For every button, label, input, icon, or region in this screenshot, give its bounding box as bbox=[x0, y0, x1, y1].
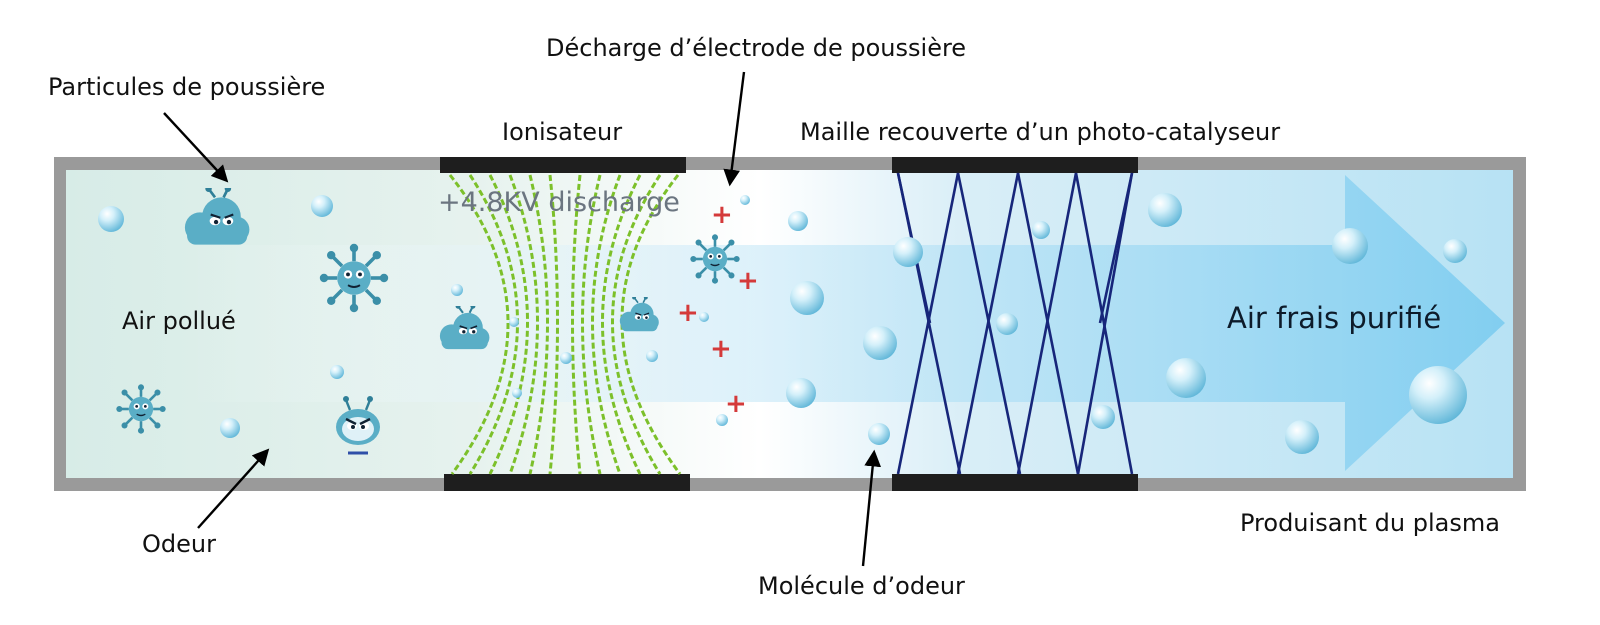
mesh-bottom-bar bbox=[892, 474, 1138, 491]
odor-molecule-label: Molécule d’odeur bbox=[758, 572, 965, 600]
fresh-air-label: Air frais purifié bbox=[1227, 301, 1441, 335]
dust-germ-icon bbox=[318, 242, 390, 314]
bubble-icon bbox=[311, 195, 333, 217]
bubble-icon bbox=[1091, 405, 1115, 429]
field-lines bbox=[448, 174, 682, 475]
bubble-icon bbox=[790, 281, 824, 315]
bubble-icon bbox=[893, 237, 923, 267]
ion-plus-icon: + bbox=[725, 389, 747, 419]
bubble-icon bbox=[1285, 420, 1319, 454]
bubble-icon bbox=[863, 326, 897, 360]
bubble-icon bbox=[560, 352, 572, 364]
bubble-icon bbox=[1148, 193, 1182, 227]
bubble-icon bbox=[716, 414, 728, 426]
ionizer-bottom-electrode bbox=[444, 474, 690, 491]
bubble-icon bbox=[98, 206, 124, 232]
plasma-label: Produisant du plasma bbox=[1240, 509, 1500, 537]
ion-plus-icon: + bbox=[677, 298, 699, 328]
ion-plus-icon: + bbox=[710, 334, 732, 364]
bubble-icon bbox=[868, 423, 890, 445]
ionizer-top-electrode bbox=[440, 157, 686, 173]
bubble-icon bbox=[451, 284, 463, 296]
positive-ions: + + + + + bbox=[677, 200, 759, 419]
electrode-discharge-label: Décharge d’électrode de poussière bbox=[546, 34, 966, 62]
bubble-icon bbox=[740, 195, 750, 205]
photocatalyst-mesh bbox=[896, 172, 1134, 475]
pointer-arrow-icon bbox=[163, 112, 229, 183]
bubble-icon bbox=[220, 418, 240, 438]
bubbles bbox=[98, 193, 1467, 454]
bubble-icon bbox=[512, 388, 522, 398]
pointer-arrow-icon bbox=[861, 449, 882, 567]
bubble-icon bbox=[1443, 239, 1467, 263]
dust-particles-label: Particules de poussière bbox=[48, 73, 325, 101]
flow-arrow-icon bbox=[180, 175, 1505, 471]
bubble-icon bbox=[788, 211, 808, 231]
ion-plus-icon: + bbox=[737, 266, 759, 296]
bubble-icon bbox=[699, 312, 709, 322]
bubble-icon bbox=[786, 378, 816, 408]
odor-label: Odeur bbox=[142, 530, 216, 558]
bubble-icon bbox=[509, 317, 519, 327]
bubble-icon bbox=[1032, 221, 1050, 239]
bubble-icon bbox=[1332, 228, 1368, 264]
bubble-icon bbox=[1409, 366, 1467, 424]
ion-plus-icon: + bbox=[711, 200, 733, 230]
mesh-top-bar bbox=[892, 157, 1138, 173]
pointer-arrow-icon bbox=[197, 448, 270, 529]
ionizer-label: Ionisateur bbox=[502, 118, 622, 146]
pointer-arrow-icon bbox=[723, 71, 746, 187]
bubble-icon bbox=[1166, 358, 1206, 398]
bubble-icon bbox=[646, 350, 658, 362]
pointer-arrows bbox=[163, 71, 882, 567]
photocatalyst-mesh-label: Maille recouverte d’un photo-catalyseur bbox=[800, 118, 1280, 146]
polluted-air-label: Air pollué bbox=[122, 307, 236, 335]
discharge-label: +4.8KV discharge bbox=[438, 187, 680, 218]
dust-germ-icon bbox=[689, 233, 741, 285]
dust-germ-icon bbox=[115, 383, 167, 435]
bubble-icon bbox=[996, 313, 1018, 335]
odor-face-icon bbox=[336, 396, 380, 455]
bubble-icon bbox=[330, 365, 344, 379]
